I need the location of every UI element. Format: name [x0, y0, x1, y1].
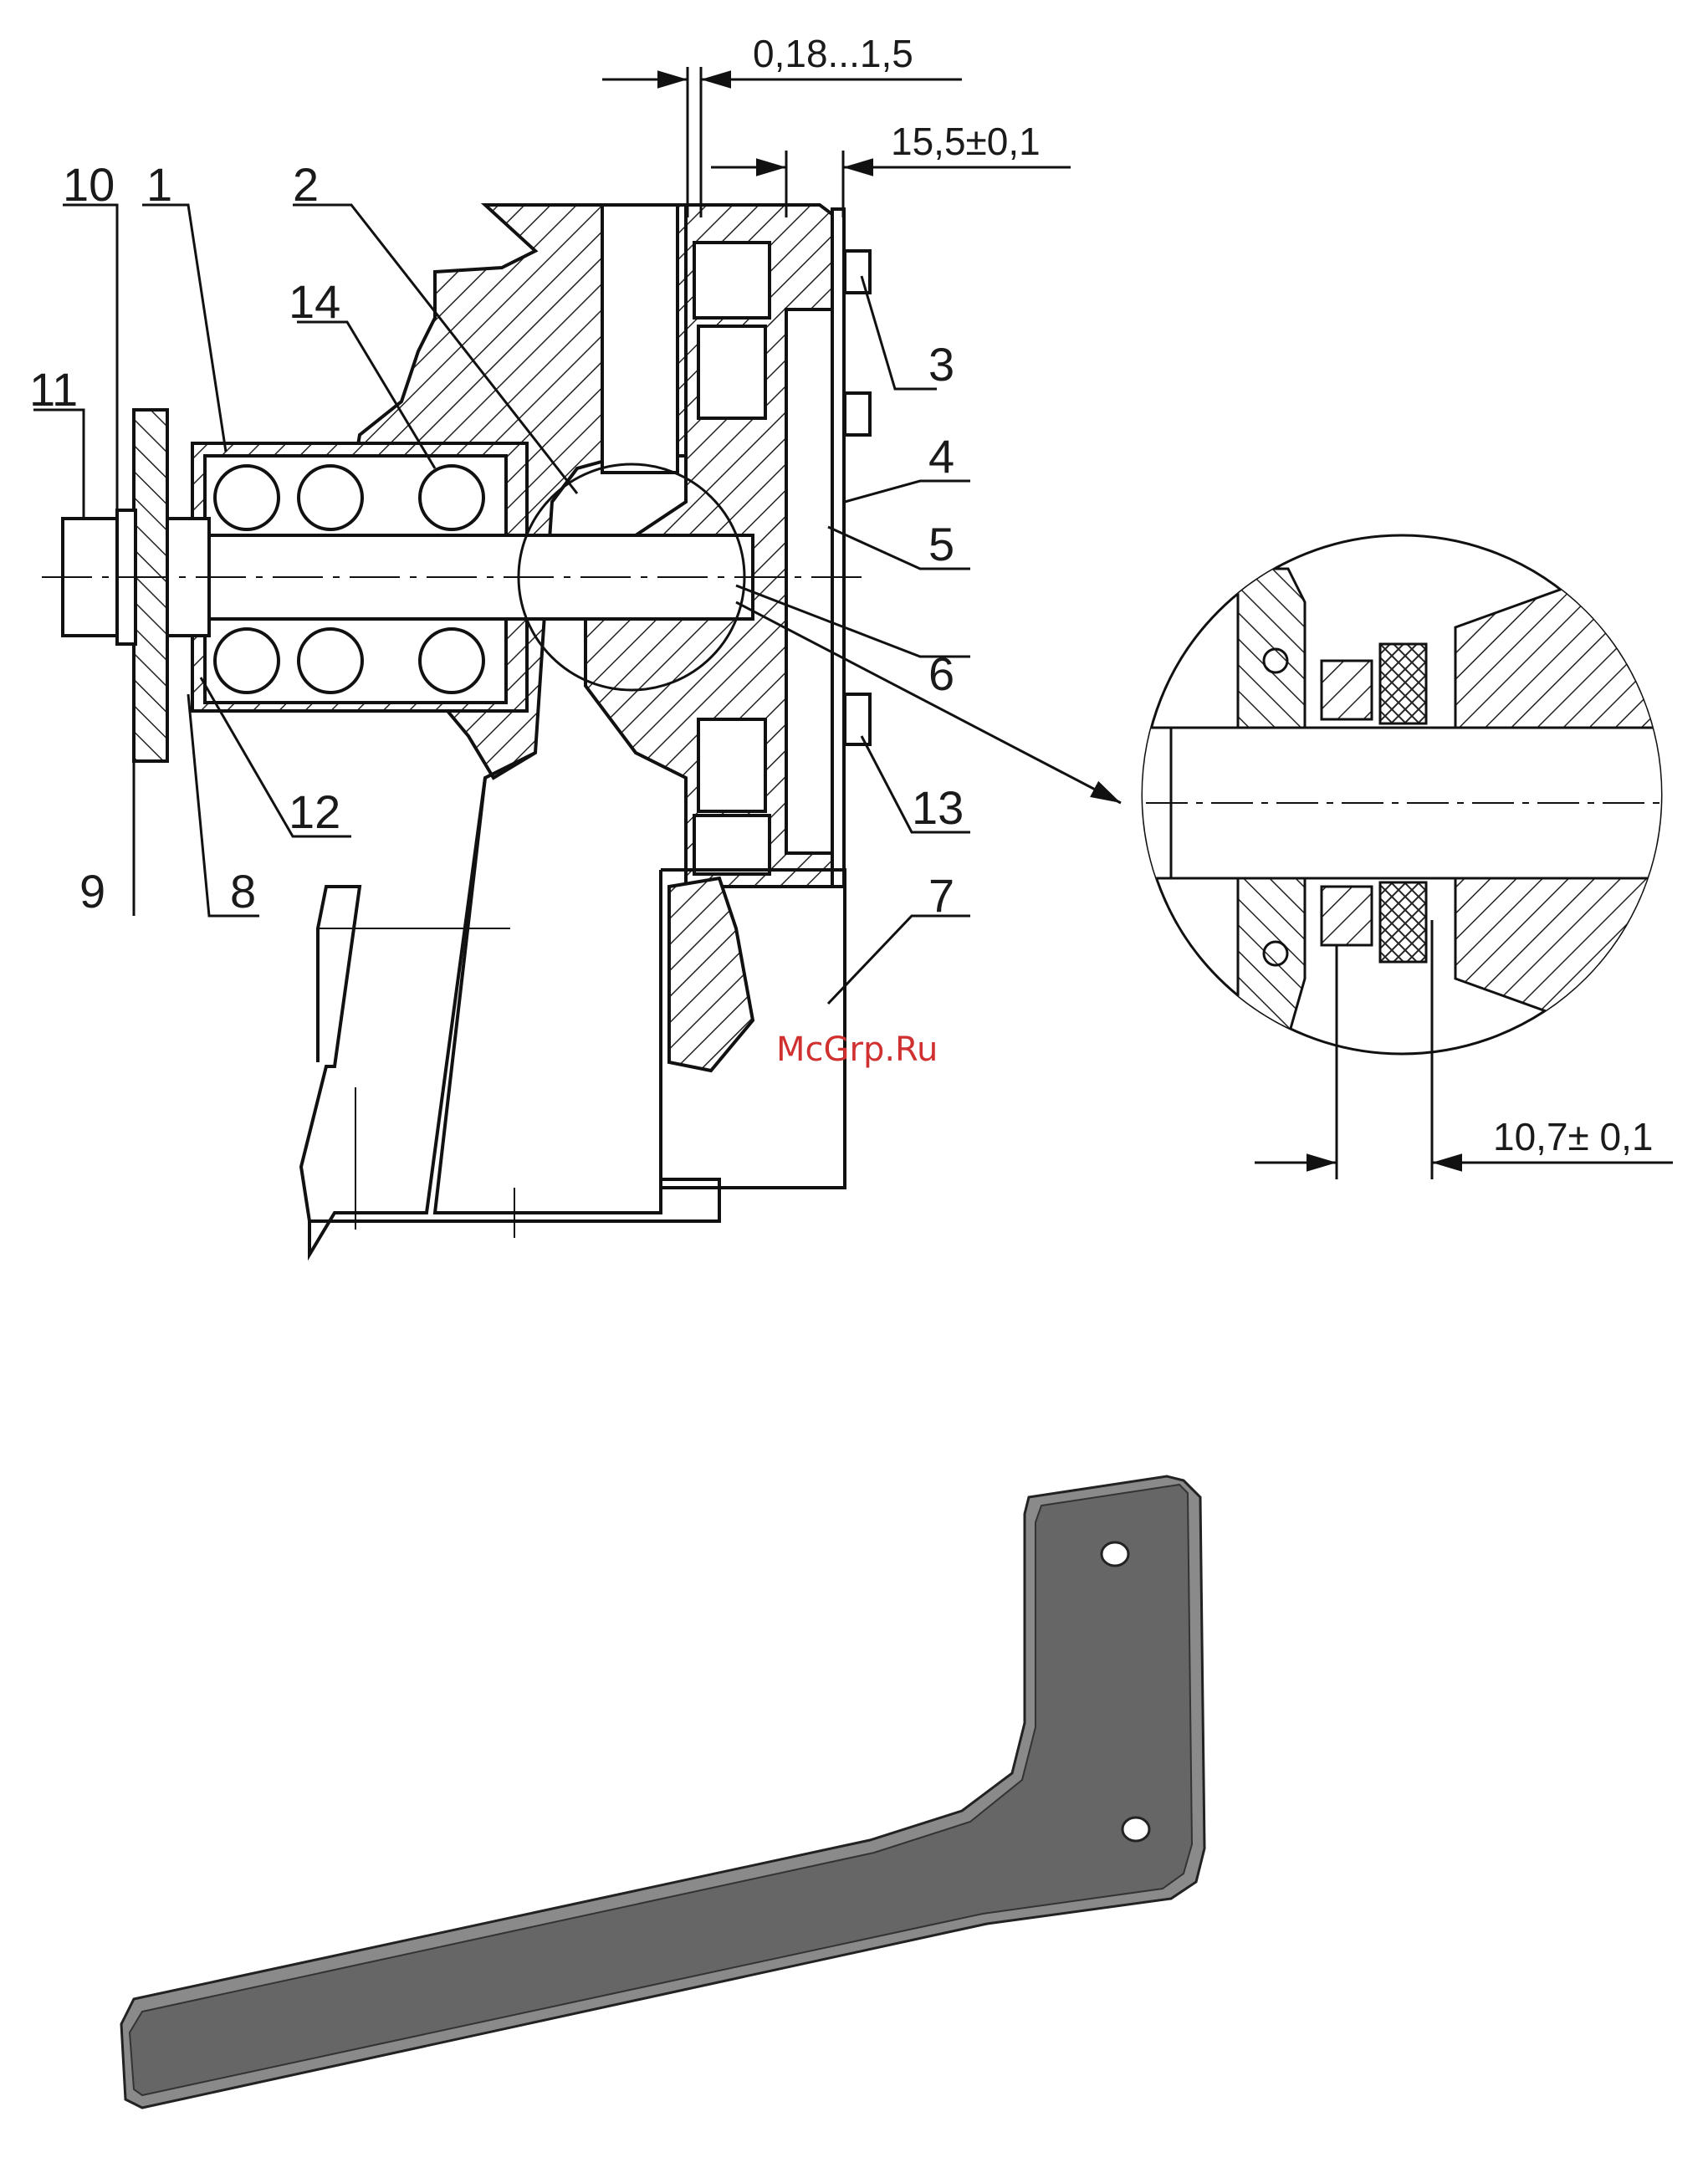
- callout-10: 10: [63, 158, 115, 211]
- dim-seal: 10,7± 0,1: [1493, 1115, 1654, 1158]
- bolt-3: [845, 251, 870, 293]
- callout-14: 14: [289, 275, 340, 328]
- callout-3: 3: [928, 338, 954, 391]
- callout-1: 1: [146, 158, 172, 211]
- callout-7: 7: [928, 869, 954, 922]
- bolt-13: [845, 694, 870, 744]
- callout-6: 6: [928, 647, 954, 700]
- callout-4: 4: [928, 430, 954, 483]
- callout-11: 11: [29, 363, 78, 416]
- callout-12: 12: [289, 785, 340, 838]
- callout-13: 13: [912, 781, 964, 834]
- mounting-hole-top: [1102, 1542, 1128, 1566]
- callout-2: 2: [293, 158, 319, 211]
- callout-9: 9: [79, 865, 105, 918]
- dim-gap: 0,18...1,5: [753, 32, 913, 75]
- inlet-channel: [602, 205, 678, 473]
- callout-8: 8: [230, 865, 256, 918]
- bracket-3d-render: [121, 1476, 1204, 2108]
- seal-detail-view: [1138, 535, 1673, 1054]
- watermark: McGrp.Ru: [776, 1030, 938, 1069]
- mounting-hole-bottom: [1122, 1818, 1149, 1841]
- dim-depth: 15,5±0,1: [891, 120, 1041, 163]
- callout-5: 5: [928, 518, 954, 570]
- pump-section-view: [42, 205, 870, 1255]
- cover-plate: [832, 209, 844, 887]
- pulley-flange: [134, 410, 167, 761]
